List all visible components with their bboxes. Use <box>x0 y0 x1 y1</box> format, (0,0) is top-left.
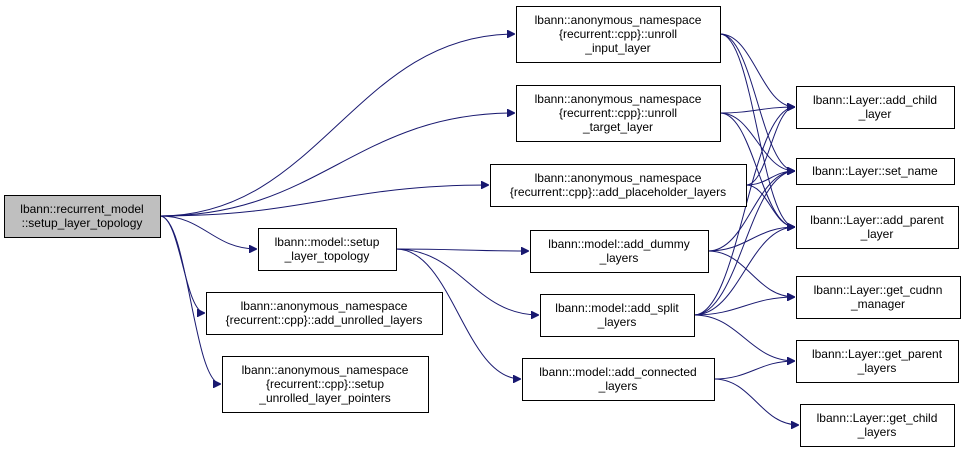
node-label-line: {recurrent::cpp}::add_unrolled_layers <box>226 313 423 327</box>
edge-add_split-to-get_parent <box>693 314 795 361</box>
node-box <box>516 6 721 63</box>
node-add-child[interactable]: lbann::Layer::add_child_layer <box>796 86 955 129</box>
edge-model_setup-to-add_split <box>395 248 539 315</box>
node-box <box>796 276 961 319</box>
node-add-unrolled[interactable]: lbann::anonymous_namespace{recurrent::cp… <box>206 292 443 335</box>
node-model-setup[interactable]: lbann::model::setup_layer_topology <box>258 228 397 271</box>
node-label-line: {recurrent::cpp}::unroll <box>559 27 677 41</box>
node-get-cudnn[interactable]: lbann::Layer::get_cudnn_manager <box>796 276 961 319</box>
edge-unroll_target-to-add_child <box>719 107 795 114</box>
node-add-connected[interactable]: lbann::model::add_connected_layers <box>522 358 715 401</box>
node-box <box>800 404 955 447</box>
edge-add_dummy-to-add_parent <box>707 227 795 252</box>
node-box <box>530 230 709 273</box>
node-box <box>4 195 161 238</box>
node-box <box>540 294 695 337</box>
node-add-placeholder[interactable]: lbann::anonymous_namespace{recurrent::cp… <box>490 164 747 207</box>
edge-unroll_input-to-add_parent <box>719 33 796 227</box>
edge-unroll_target-to-add_parent <box>719 112 796 227</box>
node-label-line: lbann::Layer::add_parent <box>810 213 944 227</box>
node-label-line: _layers <box>599 251 639 265</box>
edge-model_setup-to-add_connected <box>395 248 521 379</box>
edge-root-to-unroll_target <box>159 113 515 217</box>
node-label-line: ::setup_layer_topology <box>22 216 143 230</box>
node-add-split[interactable]: lbann::model::add_split_layers <box>540 294 695 337</box>
edge-add_dummy-to-set_name <box>707 171 795 252</box>
node-get-parent[interactable]: lbann::Layer::get_parent_layers <box>796 340 959 383</box>
node-box <box>796 158 955 185</box>
node-label-line: _target_layer <box>582 120 653 134</box>
node-unroll-input[interactable]: lbann::anonymous_namespace{recurrent::cp… <box>516 6 721 63</box>
node-label-line: lbann::recurrent_model <box>20 202 143 216</box>
node-label-line: lbann::anonymous_namespace <box>241 299 408 313</box>
node-label-line: _unrolled_layer_pointers <box>258 391 390 405</box>
node-label-line: _layers <box>598 379 638 393</box>
node-label-line: _layers <box>597 315 637 329</box>
node-label-line: {recurrent::cpp}::unroll <box>559 106 677 120</box>
node-label-line: lbann::Layer::get_parent <box>812 347 943 361</box>
node-box <box>522 358 715 401</box>
node-box <box>796 340 959 383</box>
edge-root-to-add_placeholder <box>159 185 489 217</box>
node-label-line: _manager <box>850 297 905 311</box>
node-get-child[interactable]: lbann::Layer::get_child_layers <box>800 404 955 447</box>
node-label-line: lbann::anonymous_namespace <box>535 92 702 106</box>
node-box <box>258 228 397 271</box>
node-label-line: _layer_topology <box>284 249 370 263</box>
node-box <box>516 85 721 142</box>
node-add-dummy[interactable]: lbann::model::add_dummy_layers <box>530 230 709 273</box>
node-label-line: _layers <box>857 425 897 439</box>
node-label-line: lbann::anonymous_namespace <box>535 13 702 27</box>
edge-root-to-unroll_input <box>159 34 515 217</box>
node-label-line: lbann::Layer::get_child <box>817 411 938 425</box>
node-root[interactable]: lbann::recurrent_model::setup_layer_topo… <box>4 195 161 238</box>
edge-add_split-to-add_parent <box>693 227 795 316</box>
edge-root-to-setup_unrolled_ptrs <box>159 215 222 384</box>
edge-model_setup-to-add_dummy <box>395 249 529 251</box>
node-label-line: lbann::model::setup <box>275 235 380 249</box>
call-nodes: lbann::recurrent_model::setup_layer_topo… <box>4 6 961 447</box>
edge-root-to-model_setup <box>159 215 257 249</box>
edge-add_split-to-get_cudnn <box>693 297 795 316</box>
node-label-line: {recurrent::cpp}::add_placeholder_layers <box>510 185 726 199</box>
node-label-line: lbann::Layer::set_name <box>812 164 938 178</box>
node-label-line: {recurrent::cpp}::setup <box>266 377 384 391</box>
node-box <box>796 86 955 129</box>
node-label-line: lbann::anonymous_namespace <box>242 363 409 377</box>
node-label-line: lbann::model::add_dummy <box>548 237 689 251</box>
call-edges <box>159 33 799 425</box>
edge-add_split-to-add_child <box>693 107 795 316</box>
node-label-line: _layers <box>857 361 897 375</box>
edge-add_dummy-to-get_cudnn <box>707 250 795 297</box>
node-label-line: _layer <box>858 107 892 121</box>
node-set-name[interactable]: lbann::Layer::set_name <box>796 158 955 185</box>
node-add-parent[interactable]: lbann::Layer::add_parent_layer <box>796 206 959 249</box>
node-box <box>796 206 959 249</box>
node-box <box>206 292 443 335</box>
edge-add_connected-to-get_parent <box>713 361 795 380</box>
edge-unroll_input-to-set_name <box>719 33 796 171</box>
node-label-line: _layer <box>860 227 894 241</box>
node-label-line: lbann::Layer::add_child <box>813 93 937 107</box>
edge-add_split-to-set_name <box>693 171 795 316</box>
node-box <box>222 356 429 413</box>
node-label-line: lbann::model::add_split <box>555 301 679 315</box>
node-label-line: lbann::Layer::get_cudnn <box>814 283 943 297</box>
node-label-line: lbann::model::add_connected <box>539 365 696 379</box>
edge-add_placeholder-to-add_child <box>745 107 796 186</box>
node-unroll-target[interactable]: lbann::anonymous_namespace{recurrent::cp… <box>516 85 721 142</box>
node-label-line: lbann::anonymous_namespace <box>535 171 702 185</box>
node-label-line: _input_layer <box>584 41 650 55</box>
edge-unroll_input-to-add_child <box>719 33 795 107</box>
edge-unroll_target-to-set_name <box>719 112 795 171</box>
node-box <box>490 164 747 207</box>
node-setup-unrolled-ptrs[interactable]: lbann::anonymous_namespace{recurrent::cp… <box>222 356 429 413</box>
edge-add_connected-to-get_child <box>713 378 799 425</box>
